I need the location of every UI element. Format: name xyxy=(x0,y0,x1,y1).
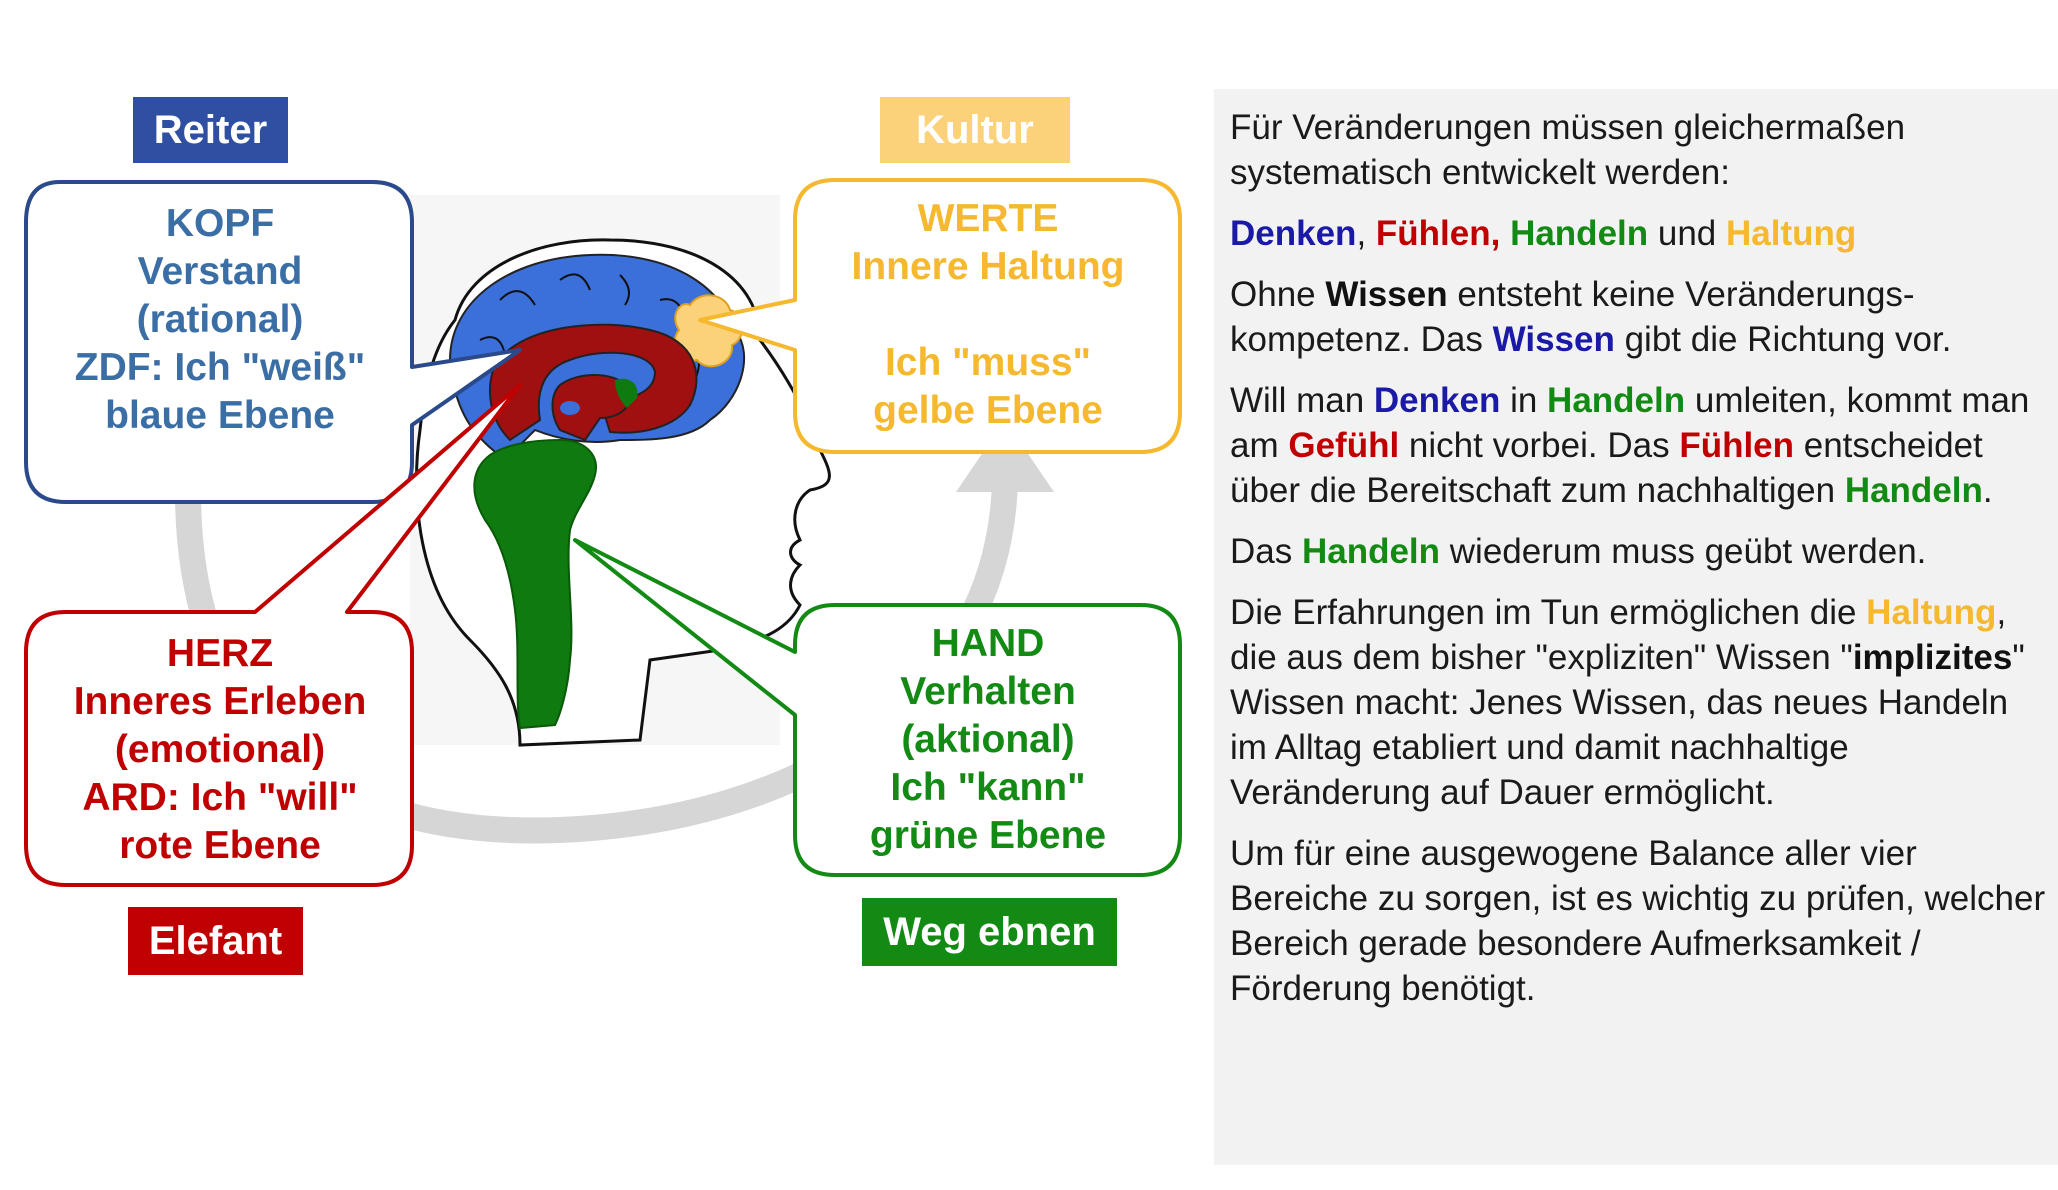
hand-line-5: grüne Ebene xyxy=(869,814,1107,857)
brain-diagram xyxy=(24,178,1182,887)
text: Das xyxy=(1230,532,1302,571)
panel-paragraph-1: Für Veränderungen müssen gleichermaßen s… xyxy=(1230,108,1906,192)
text: umleiten, kommt man am xyxy=(1230,381,2030,465)
werte-text: WERTE Innere Haltung Ich "muss" gelbe Eb… xyxy=(798,195,1178,435)
word-haltung: Haltung xyxy=(1866,593,1997,632)
text: in xyxy=(1500,381,1548,420)
brain-green-stem xyxy=(473,438,597,730)
hand-line-1: HAND xyxy=(931,622,1045,665)
word-denken: Denken xyxy=(1373,381,1501,420)
sep xyxy=(1500,214,1510,253)
werte-line-1: WERTE xyxy=(917,197,1059,240)
text: , die aus dem bisher "expliziten" Wissen… xyxy=(1230,593,2007,677)
word-handeln: Handeln xyxy=(1547,381,1686,420)
sep: , xyxy=(1356,214,1376,253)
panel-paragraph-6: Die Erfahrungen im Tun ermöglichen die H… xyxy=(1230,590,2048,815)
werte-line-4: Ich "muss" xyxy=(884,341,1092,384)
hand-line-2: Verhalten xyxy=(900,670,1076,713)
elefant-tag: Elefant xyxy=(128,907,303,975)
word-fuehlen: Fühlen, xyxy=(1375,214,1501,253)
hand-line-3: (aktional) xyxy=(901,718,1075,761)
panel-paragraph-2: Denken, Fühlen, Handeln und Haltung xyxy=(1230,211,2048,256)
werte-line-5: gelbe Ebene xyxy=(873,389,1103,432)
text: Die Erfahrungen im Tun ermöglichen die xyxy=(1230,593,1867,632)
panel-paragraph-7: Um für eine ausgewogene Balance aller vi… xyxy=(1230,834,2046,1008)
text: . xyxy=(1982,471,1993,510)
kopf-text: KOPF Verstand (rational) ZDF: Ich "weiß"… xyxy=(30,200,410,440)
word-gefuehl: Gefühl xyxy=(1288,426,1400,465)
kopf-line-1: KOPF xyxy=(165,202,275,245)
panel-paragraph-5: Das Handeln wiederum muss geübt werden. xyxy=(1230,529,2048,574)
hand-line-4: Ich "kann" xyxy=(890,766,1086,809)
kopf-line-3: (rational) xyxy=(136,298,304,341)
hand-text: HAND Verhalten (aktional) Ich "kann" grü… xyxy=(798,620,1178,860)
word-wissen: Wissen xyxy=(1325,275,1448,314)
word-handeln: Handeln xyxy=(1301,532,1441,571)
kultur-tag: Kultur xyxy=(880,97,1070,163)
text: " Wissen macht: Jenes Wissen, das neues … xyxy=(1230,638,2025,812)
word-handeln: Handeln xyxy=(1844,471,1983,510)
herz-line-1: HERZ xyxy=(166,632,274,675)
kopf-callout xyxy=(24,180,522,504)
herz-line-4: ARD: Ich "will" xyxy=(82,776,358,819)
herz-callout xyxy=(24,383,522,887)
word-wissen: Wissen xyxy=(1492,320,1615,359)
explanation-panel: Für Veränderungen müssen gleichermaßen s… xyxy=(1214,89,2058,1165)
word-fuehlen: Fühlen xyxy=(1679,426,1795,465)
panel-paragraph-3: Ohne Wissen entsteht keine Veränderungs-… xyxy=(1230,272,2048,362)
panel-paragraph-4: Will man Denken in Handeln umleiten, kom… xyxy=(1230,378,2048,513)
kopf-line-4: ZDF: Ich "weiß" xyxy=(74,346,366,389)
text: gibt die Richtung vor. xyxy=(1614,320,1952,359)
herz-text: HERZ Inneres Erleben (emotional) ARD: Ic… xyxy=(30,630,410,870)
reiter-tag: Reiter xyxy=(133,97,288,163)
word-handeln: Handeln xyxy=(1510,214,1649,253)
brain-inner-core xyxy=(551,374,632,442)
word-und: und xyxy=(1648,214,1726,253)
werte-line-2: Innere Haltung xyxy=(851,245,1125,288)
text: entsteht keine Veränderungs-kompetenz. D… xyxy=(1230,275,1915,359)
werte-line-3 xyxy=(798,291,1178,339)
kopf-line-5: blaue Ebene xyxy=(105,394,335,437)
werte-callout xyxy=(698,178,1182,454)
text: Ohne xyxy=(1230,275,1326,314)
kopf-line-2: Verstand xyxy=(137,250,303,293)
herz-line-5: rote Ebene xyxy=(119,824,321,867)
hand-callout xyxy=(573,538,1182,877)
text: entscheidet über die Bereitschaft zum na… xyxy=(1230,426,1983,510)
herz-line-3: (emotional) xyxy=(114,728,326,771)
curved-arrow-head xyxy=(956,420,1054,492)
text: Will man xyxy=(1230,381,1374,420)
text: wiederum muss geübt werden. xyxy=(1440,532,1927,571)
text: nicht vorbei. Das xyxy=(1399,426,1680,465)
word-denken: Denken xyxy=(1230,214,1357,253)
weg-ebnen-tag: Weg ebnen xyxy=(862,898,1117,966)
word-haltung: Haltung xyxy=(1726,214,1857,253)
herz-line-2: Inneres Erleben xyxy=(73,680,367,723)
word-implizites: implizites xyxy=(1852,638,2013,677)
